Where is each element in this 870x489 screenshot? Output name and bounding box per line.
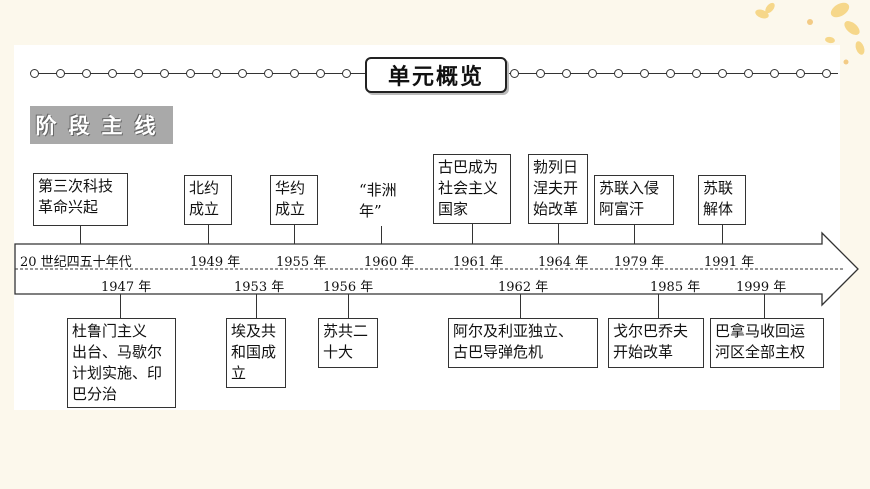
chain-bead bbox=[666, 69, 675, 78]
chain-bead bbox=[744, 69, 753, 78]
connector bbox=[381, 226, 382, 244]
stage-label: 阶段主线 bbox=[30, 106, 173, 144]
event-box-cuba-socialist: 古巴成为 社会主义 国家 bbox=[433, 154, 511, 224]
year-label: 1991 年 bbox=[704, 255, 755, 270]
year-label: 1985 年 bbox=[650, 280, 701, 295]
year-label: 1955 年 bbox=[276, 255, 327, 270]
chain-bead bbox=[822, 69, 831, 78]
section-title: 单元概览 bbox=[365, 57, 507, 93]
chain-bead bbox=[290, 69, 299, 78]
chain-bead bbox=[134, 69, 143, 78]
year-label: 1964 年 bbox=[538, 255, 589, 270]
chain-bead bbox=[614, 69, 623, 78]
connector bbox=[80, 226, 81, 244]
event-box-afghanistan: 苏联入侵 阿富汗 bbox=[594, 175, 674, 225]
year-label: 1960 年 bbox=[364, 255, 415, 270]
connector bbox=[558, 224, 559, 244]
chain-bead bbox=[56, 69, 65, 78]
chain-bead bbox=[186, 69, 195, 78]
event-box-egypt-republic: 埃及共 和国成 立 bbox=[226, 318, 286, 388]
event-box-africa-year: “非洲 年” bbox=[355, 178, 410, 226]
year-label: 1961 年 bbox=[453, 255, 504, 270]
connector bbox=[294, 225, 295, 244]
chain-bead bbox=[82, 69, 91, 78]
axis-start-label: 20 世纪四五十年代 bbox=[20, 255, 132, 270]
chain-bead bbox=[588, 69, 597, 78]
event-box-warsaw-pact: 华约 成立 bbox=[270, 175, 318, 225]
year-label: 1962 年 bbox=[498, 280, 549, 295]
event-box-panama-canal: 巴拿马收回运 河区全部主权 bbox=[710, 318, 824, 368]
year-label: 1956 年 bbox=[323, 280, 374, 295]
chain-bead bbox=[212, 69, 221, 78]
connector bbox=[120, 294, 121, 318]
year-label: 1953 年 bbox=[234, 280, 285, 295]
connector bbox=[472, 224, 473, 244]
chain-bead bbox=[342, 69, 351, 78]
year-label: 1979 年 bbox=[614, 255, 665, 270]
year-label: 1949 年 bbox=[190, 255, 241, 270]
flower-decoration-icon bbox=[755, 2, 865, 65]
chain-bead bbox=[796, 69, 805, 78]
chain-bead bbox=[692, 69, 701, 78]
chain-bead bbox=[562, 69, 571, 78]
year-label: 1999 年 bbox=[736, 280, 787, 295]
chain-bead bbox=[536, 69, 545, 78]
event-box-truman-doctrine: 杜鲁门主义 出台、马歇尔 计划实施、印 巴分治 bbox=[67, 318, 176, 408]
connector bbox=[520, 294, 521, 318]
event-box-cpsu-congress: 苏共二 十大 bbox=[318, 318, 378, 368]
connector bbox=[634, 225, 635, 244]
event-box-algeria-cuba-crisis: 阿尔及利亚独立、 古巴导弹危机 bbox=[448, 318, 598, 368]
connector bbox=[658, 294, 659, 318]
event-box-tech-revolution: 第三次科技 革命兴起 bbox=[33, 173, 128, 226]
event-box-nato: 北约 成立 bbox=[184, 175, 232, 225]
connector bbox=[764, 294, 765, 318]
connector bbox=[208, 225, 209, 244]
chain-bead bbox=[160, 69, 169, 78]
chain-bead bbox=[30, 69, 39, 78]
connector bbox=[256, 294, 257, 318]
event-box-brezhnev-reform: 勃列日 涅夫开 始改革 bbox=[528, 154, 588, 224]
chain-bead bbox=[264, 69, 273, 78]
chain-bead bbox=[718, 69, 727, 78]
connector bbox=[348, 294, 349, 318]
event-box-ussr-dissolution: 苏联 解体 bbox=[698, 175, 746, 225]
chain-bead bbox=[316, 69, 325, 78]
event-box-gorbachev-reform: 戈尔巴乔夫 开始改革 bbox=[608, 318, 704, 368]
chain-bead bbox=[510, 69, 519, 78]
connector bbox=[722, 225, 723, 244]
year-label: 1947 年 bbox=[101, 280, 152, 295]
chain-bead bbox=[640, 69, 649, 78]
chain-bead bbox=[108, 69, 117, 78]
title-chain-left bbox=[33, 73, 365, 74]
chain-bead bbox=[238, 69, 247, 78]
chain-bead bbox=[770, 69, 779, 78]
